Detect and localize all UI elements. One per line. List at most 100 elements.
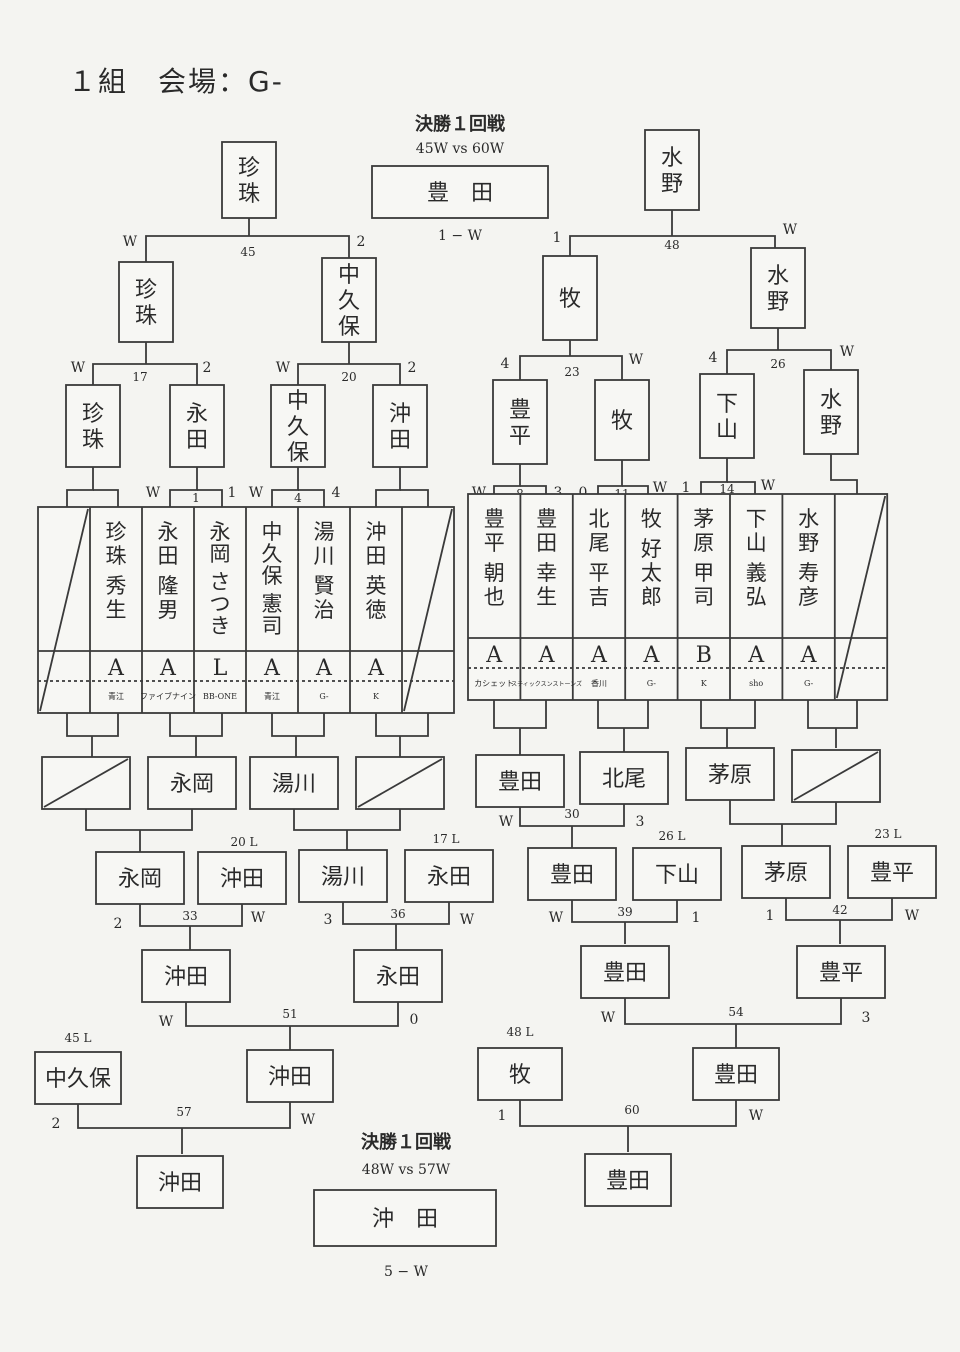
lr-r2-box-3-label: 茅原 (764, 861, 808, 886)
left-name-char: き (210, 614, 231, 638)
left-name-char: 珠 (106, 544, 127, 568)
final-top-title: 決勝１回戦 (415, 113, 506, 135)
bracket-line (169, 713, 223, 737)
ur-qf-4 (803, 369, 859, 455)
bracket-line (807, 700, 858, 729)
ul-match-45: 45 (240, 245, 255, 259)
right-name-char: 生 (536, 585, 557, 609)
lr-r2-box-1-label: 豊田 (550, 863, 594, 888)
left-name-char: 男 (158, 598, 179, 622)
right-name-char: 平 (589, 561, 610, 585)
left-name-char: 英 (366, 574, 387, 598)
bracket-line (185, 1002, 399, 1027)
bracket-line (700, 458, 728, 502)
right-name-char: 豊 (484, 507, 505, 531)
lr-score-30-r: 3 (636, 814, 645, 830)
ll-r3-box-1 (141, 949, 231, 1003)
left-name-char: 珍 (106, 520, 127, 544)
left-name-char: 永 (210, 520, 231, 544)
right-name-char: 豊 (536, 507, 557, 531)
lr-score-54-r: 3 (862, 1010, 871, 1026)
ul-match-20: 20 (341, 370, 356, 384)
ll-score-33-l: 2 (114, 916, 123, 932)
right-name-char: 吉 (589, 585, 610, 609)
left-grade: A (107, 656, 125, 681)
right-team: G- (647, 679, 657, 688)
lr-winner-box (584, 1153, 672, 1207)
ll-score-57-r: W (301, 1112, 316, 1128)
left-grade: A (315, 656, 333, 681)
left-team: 青江 (264, 691, 280, 701)
right-name-char: 彦 (798, 585, 819, 609)
right-name-char: 好 (641, 537, 662, 561)
right-grade: A (747, 643, 765, 668)
lr-match-39: 39 (617, 905, 632, 919)
ul-score-20-r: 2 (408, 360, 417, 376)
right-name-char: 北 (589, 507, 610, 531)
ll-r2-box-1 (95, 851, 185, 905)
ll-r1-bye-2-slash (357, 758, 443, 808)
lr-loser-tag-48: 48 L (506, 1025, 533, 1039)
lr-r2-box-4-label: 豊平 (870, 861, 914, 886)
ul-match-17: 17 (132, 370, 147, 384)
left-name-char: 田 (158, 544, 179, 568)
right-name-char: 田 (536, 531, 557, 555)
ll-r4-box-2-label: 沖田 (268, 1065, 312, 1090)
lr-loser-tag-26: 26 L (658, 829, 685, 843)
left-name-char: 湯 (314, 520, 335, 544)
lr-r1-box-2 (579, 751, 669, 805)
ll-r2-box-2-label: 沖田 (220, 867, 264, 892)
left-grade: A (263, 656, 281, 681)
right-name-char: 司 (693, 585, 714, 609)
ul-qf-3-char: 保 (287, 441, 309, 466)
right-team: K (701, 679, 708, 688)
ll-winner-box-label: 沖田 (158, 1171, 202, 1196)
bracket-line (400, 489, 429, 507)
lr-r2-box-3 (741, 845, 831, 899)
right-name-char: 也 (484, 585, 505, 609)
lr-match-42: 42 (832, 903, 847, 917)
ur-match-23: 23 (564, 365, 579, 379)
right-name-char: 幸 (536, 561, 557, 585)
ul-qf-1-char: 珠 (82, 428, 104, 453)
ur-qf-4-char: 水 (820, 388, 842, 413)
ul-score-17-r: 2 (203, 360, 212, 376)
left-name-char: 生 (106, 598, 127, 622)
right-name-char: 水 (798, 507, 819, 531)
left-team: G- (319, 692, 329, 701)
left-name-char: 川 (314, 544, 335, 568)
ur-score-48-r: W (783, 222, 798, 238)
ul-score-1-l: W (146, 485, 161, 501)
bracket-line (726, 349, 832, 374)
left-name-char: 秀 (106, 574, 127, 598)
ur-qf-4-char: 野 (820, 414, 842, 439)
right-name-char: 太 (641, 561, 662, 585)
ul-match-1: 1 (192, 491, 200, 505)
ur-semi-2-char: 野 (767, 290, 789, 315)
left-team: BB-ONE (203, 692, 237, 701)
ul-semi-2-char: 中 (338, 263, 360, 288)
ur-semi-2 (750, 247, 806, 329)
left-team: 青江 (108, 691, 124, 701)
lr-r4-box-1-label: 牧 (509, 1063, 531, 1088)
right-name-char: 尾 (589, 531, 610, 555)
right-grade: A (538, 643, 556, 668)
lr-r1-box-2-label: 北尾 (602, 767, 646, 792)
ur-semi-2-char: 水 (767, 264, 789, 289)
ur-match-14: 14 (719, 482, 735, 496)
left-name-char: 徳 (366, 598, 387, 622)
bracket-line (493, 700, 547, 729)
bracket-line (145, 235, 350, 262)
lr-score-54-l: W (601, 1010, 616, 1026)
ll-match-36: 36 (390, 907, 405, 921)
lr-loser-tag-23: 23 L (874, 827, 901, 841)
ll-r3-box-2 (353, 949, 443, 1003)
right-name-char: 義 (746, 561, 767, 585)
right-grade: A (642, 643, 660, 668)
ur-qf-2-char: 牧 (611, 409, 633, 434)
ur-score-23-l: 4 (501, 356, 510, 372)
bracket-line (85, 809, 193, 831)
bracket-line (624, 998, 842, 1025)
left-name-char: 治 (314, 598, 335, 622)
ur-qf-1-char: 平 (509, 424, 531, 449)
